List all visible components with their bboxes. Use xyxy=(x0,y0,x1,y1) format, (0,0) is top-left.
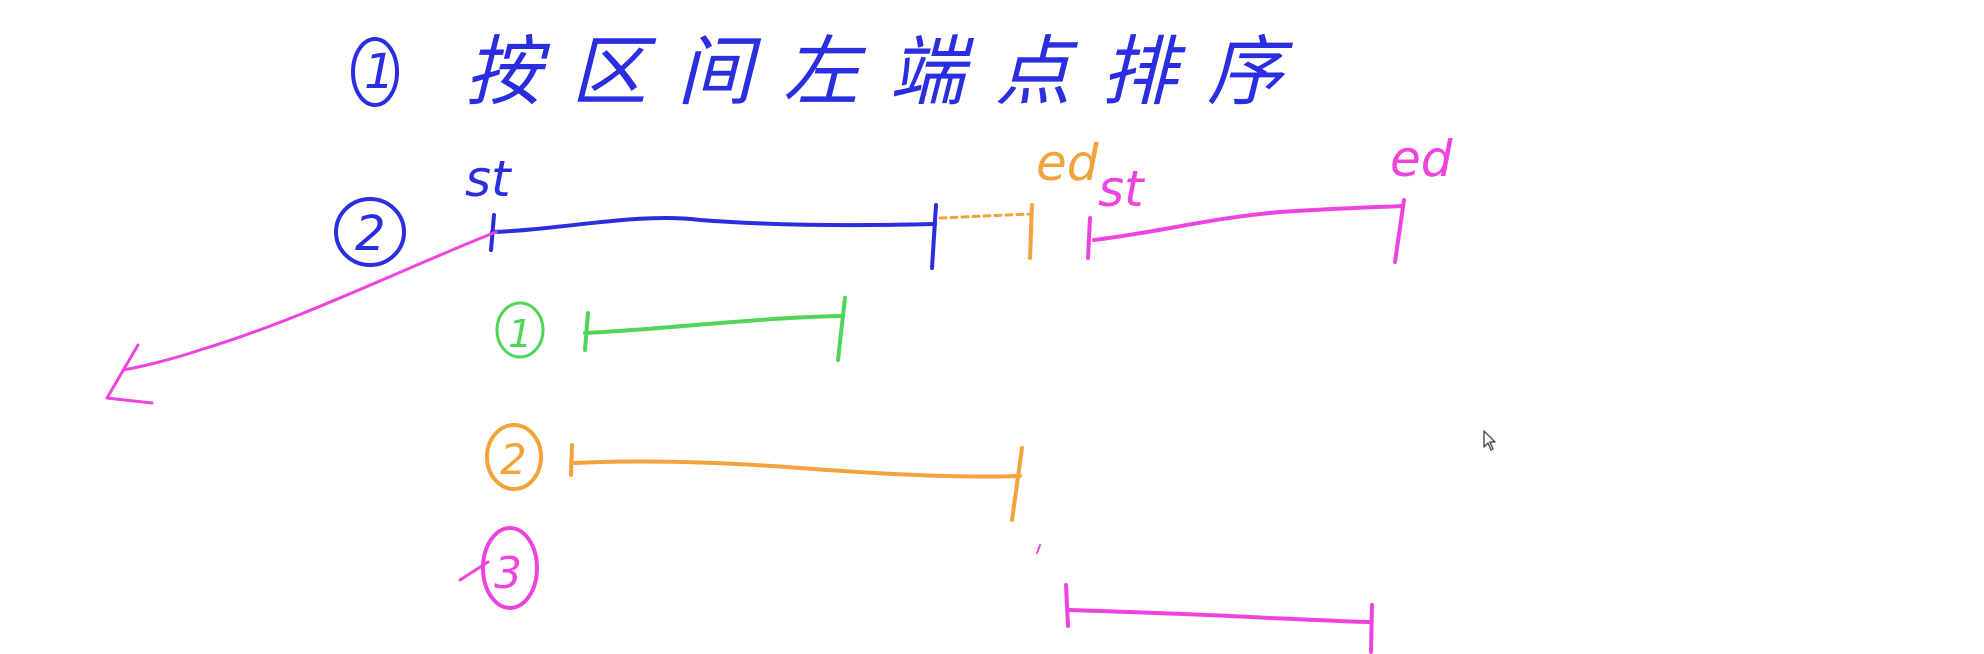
stray-mark xyxy=(1036,544,1041,554)
case-1-segment xyxy=(583,314,844,335)
case-2-circle xyxy=(485,423,543,491)
case-3: 3 xyxy=(458,526,1374,654)
case-3-circle xyxy=(481,526,539,610)
case-1-number: 1 xyxy=(508,312,532,356)
next-st-label: st xyxy=(1098,160,1146,218)
case-3-segment xyxy=(1068,608,1372,624)
case-2-end-tick xyxy=(1010,446,1024,522)
case-3-tail xyxy=(458,560,490,582)
step-1-circle xyxy=(351,37,399,107)
ed-label: ed xyxy=(1036,134,1099,192)
next-interval-segment xyxy=(1092,204,1405,242)
current-interval-end-tick xyxy=(930,203,938,270)
arrow-head-icon xyxy=(105,343,154,405)
case-3-start-tick xyxy=(1064,583,1070,628)
sort-direction-arrow xyxy=(121,230,498,372)
step-2-circle xyxy=(334,197,406,267)
step-2: 2 st ed st ed xyxy=(105,130,1453,405)
next-interval-start-tick xyxy=(1086,216,1092,260)
st-label: st xyxy=(465,150,513,208)
case-1-start-tick xyxy=(583,311,590,352)
step-1-number: 1 xyxy=(364,44,395,100)
case-2: 2 xyxy=(485,423,1024,522)
ed-tick xyxy=(1028,203,1034,260)
step-2-number: 2 xyxy=(355,206,386,262)
case-1-end-tick xyxy=(836,296,847,362)
ed-extension-segment xyxy=(938,212,1032,220)
pointer-cursor-icon xyxy=(1483,430,1496,451)
next-interval-end-tick xyxy=(1393,198,1406,264)
case-1: 1 xyxy=(495,296,847,362)
next-ed-label: ed xyxy=(1390,130,1453,188)
case-2-number: 2 xyxy=(500,435,527,484)
case-3-number: 3 xyxy=(494,548,522,599)
case-2-start-tick xyxy=(569,443,574,477)
case-1-circle xyxy=(495,301,545,359)
case-2-segment xyxy=(573,459,1022,479)
step-1: 1 按区间左端点排序 xyxy=(351,27,1313,116)
current-interval-segment xyxy=(490,215,937,234)
step-1-heading: 按区间左端点排序 xyxy=(465,27,1313,116)
case-3-end-tick xyxy=(1369,603,1374,654)
